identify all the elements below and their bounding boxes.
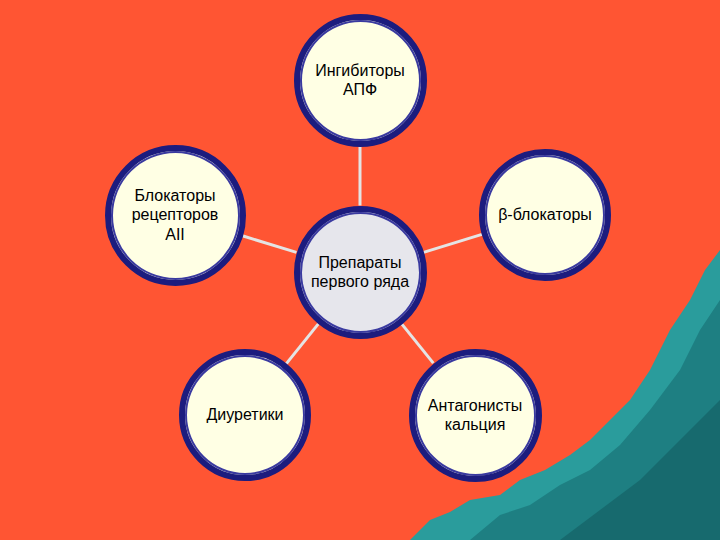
category-circle: Диуретики bbox=[179, 349, 311, 481]
connector-line bbox=[424, 234, 482, 252]
mountain-shade bbox=[560, 400, 720, 540]
node-label: β-блокаторы bbox=[498, 205, 592, 224]
category-circle: β-блокаторы bbox=[479, 149, 611, 281]
text-wrap: Антагонисты кальция bbox=[421, 396, 529, 434]
connector bbox=[242, 236, 296, 253]
node-label: Антагонисты кальция bbox=[421, 396, 529, 434]
connector-line bbox=[402, 324, 434, 363]
connector-line bbox=[359, 147, 362, 206]
connector-line bbox=[286, 324, 318, 364]
connector bbox=[402, 324, 434, 363]
node-label: Препараты первого ряда bbox=[306, 253, 414, 291]
connector bbox=[286, 324, 318, 364]
category-circle: Антагонисты кальция bbox=[409, 349, 542, 482]
node-label: Диуретики bbox=[206, 405, 283, 424]
text-wrap: Препараты первого ряда bbox=[306, 253, 414, 291]
connector bbox=[360, 147, 361, 206]
connector bbox=[424, 234, 482, 252]
text-wrap: Блокаторы рецепторов AII bbox=[121, 186, 229, 244]
category-circle: Ингибиторы АПФ bbox=[294, 14, 427, 147]
text-wrap: Ингибиторы АПФ bbox=[306, 61, 414, 99]
center-circle: Препараты первого ряда bbox=[294, 206, 427, 339]
node-label: Ингибиторы АПФ bbox=[306, 61, 414, 99]
text-wrap: β-блокаторы bbox=[498, 205, 592, 224]
category-circle: Блокаторы рецепторов AII bbox=[105, 145, 246, 286]
connector-line bbox=[242, 236, 296, 253]
node-label: Блокаторы рецепторов AII bbox=[121, 186, 229, 244]
text-wrap: Диуретики bbox=[206, 405, 283, 424]
